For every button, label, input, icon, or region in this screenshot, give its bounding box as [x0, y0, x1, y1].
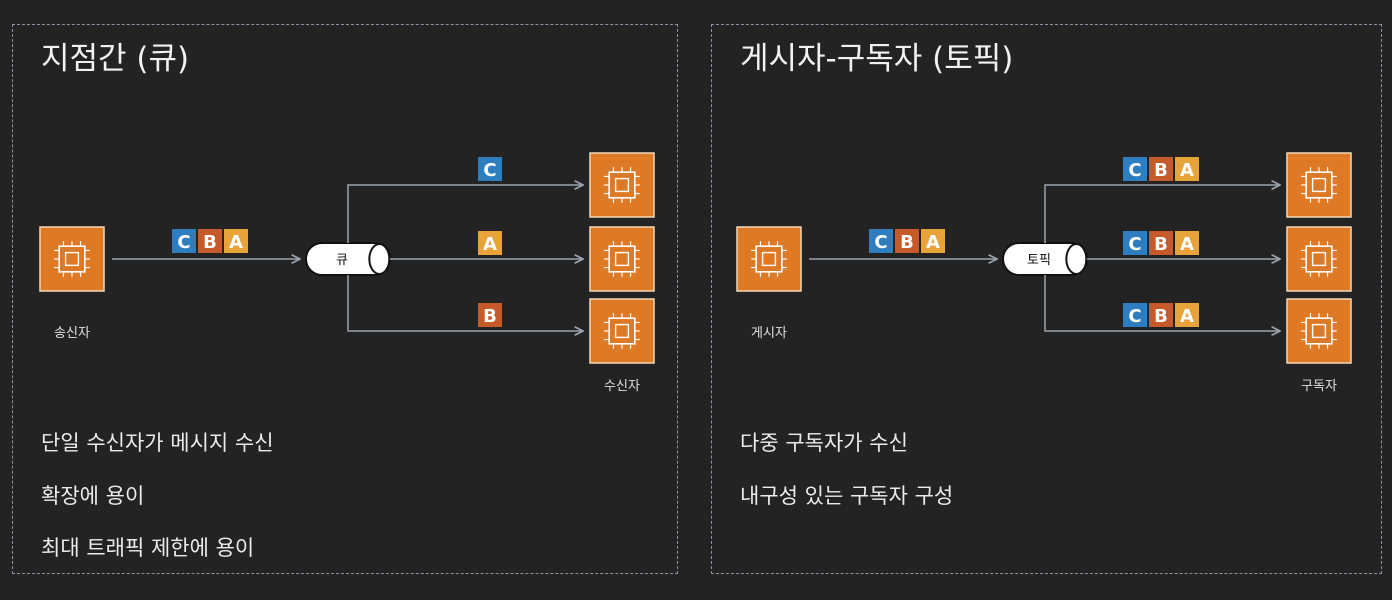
message-label: B	[483, 306, 497, 327]
message-label: A	[926, 232, 940, 253]
bullet-text: 단일 수신자가 메시지 수신	[41, 431, 274, 455]
receiver-label: 구독자	[1301, 379, 1337, 394]
message-box	[1149, 157, 1173, 181]
message-box	[224, 229, 248, 253]
message-box	[478, 231, 502, 255]
message-label: A	[1180, 160, 1194, 181]
sender-label: 게시자	[751, 326, 787, 341]
message-box	[1175, 231, 1199, 255]
message-label: B	[203, 232, 217, 253]
message-label: C	[1128, 306, 1141, 327]
channel-label: 토픽	[1027, 253, 1051, 268]
flow-arrow	[1044, 185, 1280, 243]
bullet-text: 다중 구독자가 수신	[740, 431, 908, 455]
flow-arrow	[347, 185, 583, 243]
message-label: B	[1154, 160, 1168, 181]
chip-icon	[604, 167, 640, 203]
message-box	[1123, 231, 1147, 255]
message-label: B	[900, 232, 914, 253]
message-label: A	[483, 234, 497, 255]
sender-label: 송신자	[54, 326, 90, 341]
chip-icon	[1301, 313, 1337, 349]
message-label: C	[483, 160, 496, 181]
compute-node	[1286, 152, 1352, 218]
chip-icon	[751, 241, 787, 277]
bullet-text: 최대 트래픽 제한에 용이	[41, 536, 255, 560]
message-label: C	[1128, 160, 1141, 181]
compute-node	[1286, 226, 1352, 292]
message-box	[1149, 303, 1173, 327]
compute-node	[589, 298, 655, 364]
panel-title: 지점간 (큐)	[41, 41, 190, 77]
message-box	[1175, 303, 1199, 327]
chip-icon	[54, 241, 90, 277]
compute-node	[39, 226, 105, 292]
message-box	[1123, 303, 1147, 327]
chip-icon	[1301, 167, 1337, 203]
compute-node	[736, 226, 802, 292]
topic-panel: 게시자-구독자 (토픽) 다중 구독자가 수신 내구성 있는 구독자 구성	[711, 24, 1382, 574]
channel-cylinder: 큐	[305, 242, 391, 276]
message-box	[478, 157, 502, 181]
message-box	[869, 229, 893, 253]
message-box	[1123, 157, 1147, 181]
queue-panel: 지점간 (큐) 단일 수신자가 메시지 수신 확장에 용이 최대 트래픽 제한에…	[12, 24, 678, 574]
message-label: B	[1154, 306, 1168, 327]
message-box	[198, 229, 222, 253]
message-box	[1175, 157, 1199, 181]
channel-label: 큐	[336, 253, 348, 268]
message-label: B	[1154, 234, 1168, 255]
message-box	[172, 229, 196, 253]
compute-node	[1286, 298, 1352, 364]
message-label: C	[1128, 234, 1141, 255]
flow-arrow	[347, 275, 583, 331]
channel-cylinder: 토픽	[1002, 242, 1088, 276]
chip-icon	[604, 313, 640, 349]
chip-icon	[604, 241, 640, 277]
bullet-text: 확장에 용이	[41, 484, 145, 508]
message-label: A	[1180, 306, 1194, 327]
chip-icon	[1301, 241, 1337, 277]
compute-node	[589, 226, 655, 292]
message-label: C	[177, 232, 190, 253]
flow-arrow	[1044, 275, 1280, 331]
message-label: C	[874, 232, 887, 253]
message-label: A	[229, 232, 243, 253]
message-label: A	[1180, 234, 1194, 255]
message-box	[921, 229, 945, 253]
message-box	[895, 229, 919, 253]
bullet-text: 내구성 있는 구독자 구성	[740, 484, 954, 508]
receiver-label: 수신자	[604, 379, 640, 394]
compute-node	[589, 152, 655, 218]
message-box	[1149, 231, 1173, 255]
panel-title: 게시자-구독자 (토픽)	[740, 41, 1014, 77]
message-box	[478, 303, 502, 327]
